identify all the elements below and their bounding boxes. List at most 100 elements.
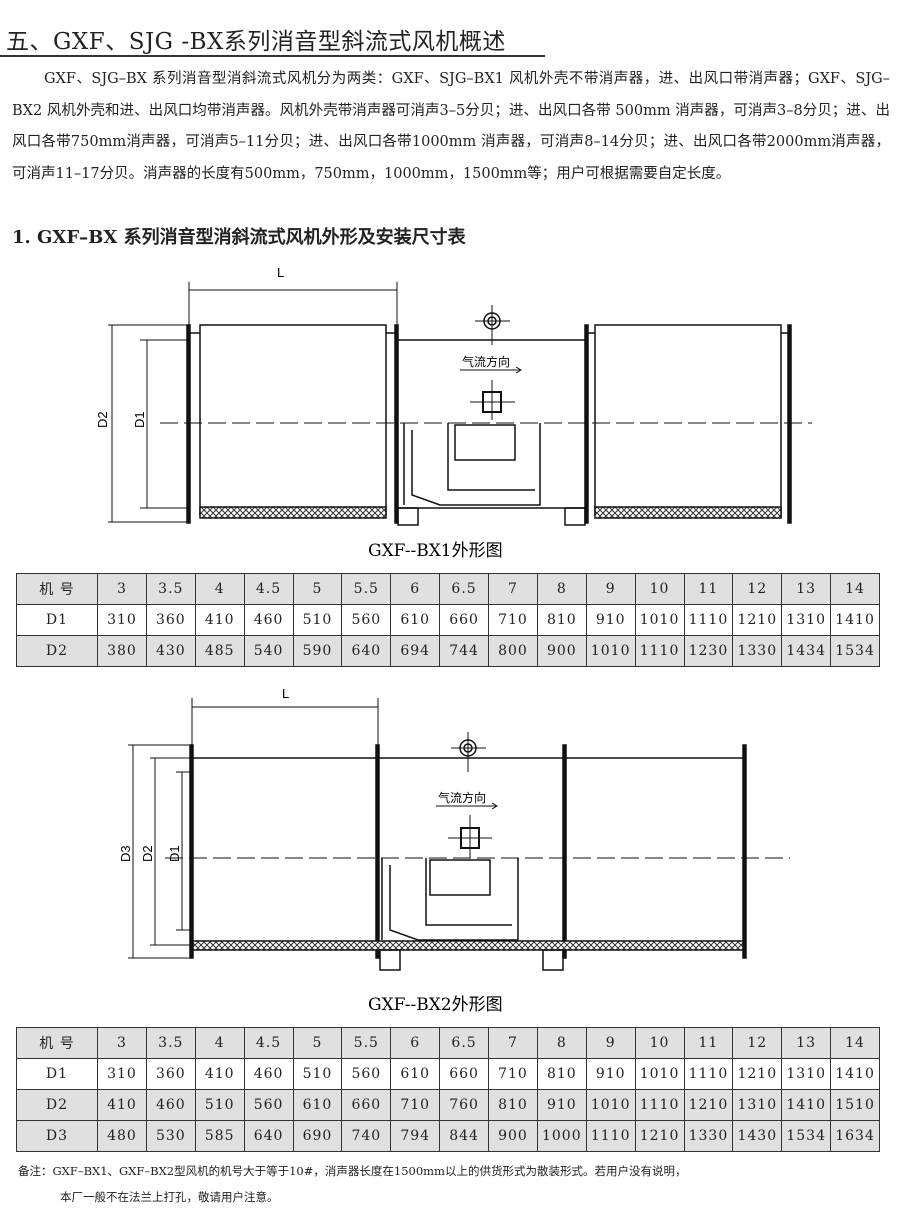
table-cell: 1310 — [781, 1058, 832, 1090]
table-cell: 1230 — [683, 635, 734, 667]
table-cell: 1210 — [634, 1120, 685, 1152]
table-cell: 510 — [292, 604, 343, 636]
table-cell: 1634 — [830, 1120, 880, 1152]
table-cell: 7 — [488, 573, 538, 605]
table-cell: 760 — [439, 1089, 489, 1121]
bx2-dim-D3: D3 — [118, 845, 133, 862]
row-label: D2 — [16, 635, 98, 667]
table-cell: 11 — [683, 573, 734, 605]
table-cell: 5 — [292, 1027, 343, 1059]
table-cell: 1110 — [683, 1058, 734, 1090]
table-cell: 4 — [194, 573, 245, 605]
table-cell: 380 — [97, 635, 147, 667]
table-cell: 4.5 — [243, 573, 294, 605]
table-cell: 1000 — [536, 1120, 587, 1152]
bx2-dim-D2: D2 — [140, 845, 155, 862]
row-label: 机 号 — [16, 1027, 98, 1059]
table-cell: 794 — [390, 1120, 441, 1152]
table-cell: 3 — [97, 573, 147, 605]
table-cell: 910 — [585, 604, 636, 636]
table-cell: 6 — [390, 1027, 441, 1059]
table-cell: 1110 — [634, 635, 685, 667]
bx2-dim-L: L — [282, 686, 289, 701]
row-label: 机 号 — [16, 573, 98, 605]
bx2-diagram — [128, 698, 790, 971]
table-cell: 660 — [341, 1089, 392, 1121]
table-cell: 14 — [830, 573, 880, 605]
table-cell: 9 — [585, 1027, 636, 1059]
bx1-caption: GXF--BX1外形图 — [368, 541, 503, 561]
table-cell: 485 — [194, 635, 245, 667]
table-cell: 460 — [145, 1089, 196, 1121]
row-label: D1 — [16, 1058, 98, 1090]
table-cell: 530 — [145, 1120, 196, 1152]
bx1-diagram — [108, 282, 812, 526]
table-cell: 1110 — [585, 1120, 636, 1152]
table-cell: 1410 — [781, 1089, 832, 1121]
table-cell: 1210 — [732, 1058, 783, 1090]
table-cell: 410 — [194, 1058, 245, 1090]
table-cell: 690 — [292, 1120, 343, 1152]
bx1-airflow-label: 气流方向 — [462, 354, 510, 369]
bx1-dim-L: L — [277, 265, 284, 280]
table-cell: 710 — [488, 1058, 538, 1090]
table-cell: 560 — [341, 604, 392, 636]
table-cell: 590 — [292, 635, 343, 667]
table-cell: 12 — [732, 1027, 783, 1059]
table-cell: 6.5 — [439, 573, 489, 605]
table-cell: 1330 — [683, 1120, 734, 1152]
bx1-dim-D1: D1 — [132, 411, 147, 428]
table-cell: 3.5 — [145, 573, 196, 605]
table-cell: 460 — [243, 604, 294, 636]
table-cell: 510 — [194, 1089, 245, 1121]
table-cell: 1430 — [732, 1120, 783, 1152]
table-cell: 800 — [488, 635, 538, 667]
table-cell: 14 — [830, 1027, 880, 1059]
section-heading: 1. GXF–BX 系列消音型消斜流式风机外形及安装尺寸表 — [12, 227, 466, 248]
table-cell: 540 — [243, 635, 294, 667]
table-cell: 310 — [97, 604, 147, 636]
table-cell: 10 — [634, 1027, 685, 1059]
table-cell: 13 — [781, 1027, 832, 1059]
table-cell: 810 — [536, 1058, 587, 1090]
table-cell: 910 — [585, 1058, 636, 1090]
table-cell: 360 — [145, 1058, 196, 1090]
table-cell: 1010 — [634, 1058, 685, 1090]
table-cell: 610 — [390, 1058, 441, 1090]
table-cell: 640 — [243, 1120, 294, 1152]
table-cell: 11 — [683, 1027, 734, 1059]
table-cell: 10 — [634, 573, 685, 605]
table-cell: 6.5 — [439, 1027, 489, 1059]
table-cell: 1534 — [830, 635, 880, 667]
bx2-dim-D1: D1 — [167, 845, 182, 862]
table-cell: 1310 — [732, 1089, 783, 1121]
table-cell: 660 — [439, 1058, 489, 1090]
table-cell: 585 — [194, 1120, 245, 1152]
table-cell: 12 — [732, 573, 783, 605]
table-cell: 510 — [292, 1058, 343, 1090]
title-underline — [0, 55, 545, 57]
table-cell: 460 — [243, 1058, 294, 1090]
table-cell: 1010 — [634, 604, 685, 636]
table-cell: 910 — [536, 1089, 587, 1121]
table-cell: 430 — [145, 635, 196, 667]
table-cell: 360 — [145, 604, 196, 636]
table-cell: 1310 — [781, 604, 832, 636]
table-cell: 810 — [488, 1089, 538, 1121]
table-cell: 4.5 — [243, 1027, 294, 1059]
table-cell: 5.5 — [341, 573, 392, 605]
table-cell: 610 — [390, 604, 441, 636]
table-cell: 1110 — [634, 1089, 685, 1121]
table-cell: 5 — [292, 573, 343, 605]
table-cell: 13 — [781, 573, 832, 605]
table-cell: 6 — [390, 573, 441, 605]
table-cell: 1330 — [732, 635, 783, 667]
table-cell: 1110 — [683, 604, 734, 636]
